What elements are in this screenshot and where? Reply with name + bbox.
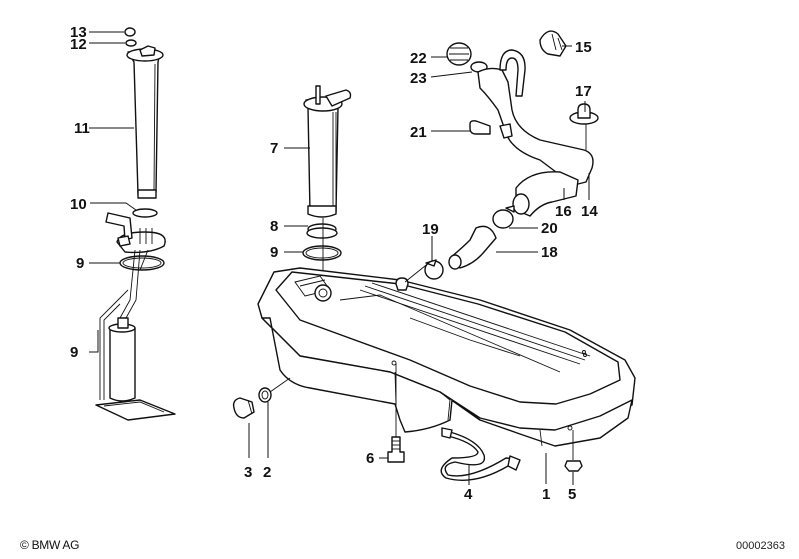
callout-23: 22	[410, 50, 427, 67]
hose-clamp-part	[492, 209, 514, 229]
callout-9: 9	[270, 244, 278, 261]
bolt-part	[387, 436, 405, 463]
tank-nut-part	[564, 460, 583, 472]
fuel-tank	[257, 267, 636, 447]
callout-18: 17	[575, 83, 592, 100]
bracket-bolt-part	[469, 120, 491, 135]
callout-1: 1	[542, 486, 550, 503]
hose-part	[449, 225, 497, 269]
callout-19: 18	[541, 244, 558, 261]
fuel-pipe-part	[440, 431, 516, 481]
callout-14: 13	[70, 24, 87, 41]
callout-10: 9	[70, 344, 78, 361]
callout-labels: 13 12 11 10 9 9 7 8 9 3 2 6 4 1 5 19 20 …	[70, 24, 598, 503]
callout-3: 3	[244, 464, 252, 481]
drain-plug-part	[232, 397, 255, 419]
callout-16: 15	[575, 39, 592, 56]
callout-2: 2	[263, 464, 271, 481]
seal-ring-part	[302, 245, 342, 261]
tank-body	[261, 317, 633, 447]
pump-base-plate	[95, 399, 176, 421]
callout-21: 20	[541, 220, 558, 237]
leader-lines	[89, 31, 590, 485]
drain-parts	[232, 377, 291, 419]
level-sensor-assembly	[302, 85, 352, 290]
callout-13: 12	[70, 36, 87, 53]
drain-washer-part	[258, 387, 272, 403]
document-number: 00002363	[736, 540, 785, 552]
callout-22: 21	[410, 124, 427, 141]
callout-11: 11	[74, 120, 90, 137]
fuel-line	[440, 427, 521, 481]
callout-24: 23	[410, 70, 427, 87]
callout-4: 4	[464, 486, 473, 503]
callout-5: 5	[568, 486, 576, 503]
sending-unit-assembly	[95, 27, 176, 421]
callout-20: 19	[422, 221, 439, 238]
callout-6: 6	[366, 450, 374, 467]
callout-12: 10	[70, 196, 87, 213]
clip-part	[539, 30, 567, 57]
level-sensor-tube	[305, 99, 341, 216]
bolt-parts	[387, 363, 405, 463]
callout-17: 16	[555, 203, 572, 220]
filler-neck-assembly	[404, 30, 599, 283]
callout-7: 7	[270, 140, 278, 157]
callout-8: 8	[270, 218, 278, 235]
fuel-pump-part	[109, 327, 136, 402]
washer-part	[125, 39, 137, 47]
o-ring-part	[132, 208, 158, 218]
callout-15: 14	[581, 203, 598, 220]
copyright-notice: © BMW AG	[20, 538, 80, 552]
callout-9: 9	[76, 255, 84, 272]
nut-part	[124, 27, 136, 37]
tank-filler-port	[395, 277, 409, 291]
